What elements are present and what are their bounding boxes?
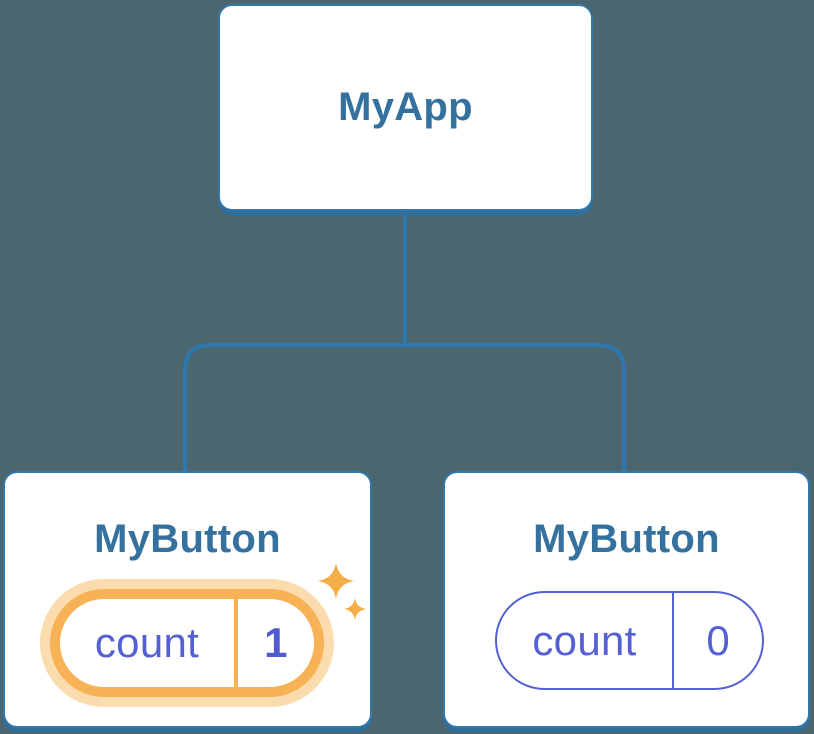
state-key-cell: count [60, 599, 234, 687]
state-value-label: 0 [706, 616, 730, 664]
child-node-label: MyButton [533, 517, 720, 561]
child-node-label: MyButton [94, 517, 281, 561]
child-node-mybutton-plain: MyButton count 0 [443, 471, 810, 728]
root-node-myapp: MyApp [218, 4, 593, 211]
state-value-cell: 1 [238, 599, 315, 687]
sparkle-icon [318, 563, 366, 620]
child-node-mybutton-highlighted: MyButton count 1 [3, 471, 372, 728]
state-pill-ring: count 1 [50, 589, 324, 697]
state-key-cell: count [497, 593, 672, 688]
state-pill-divider [672, 593, 674, 688]
state-pill-divider [234, 599, 238, 687]
connector-branches [183, 343, 626, 471]
state-key-label: count [94, 619, 200, 666]
state-pill-inner: count 1 [60, 599, 314, 687]
root-node-label: MyApp [338, 85, 473, 129]
state-pill-highlighted: count 1 [40, 579, 334, 707]
state-pill: count 0 [495, 591, 764, 690]
state-key-label: count [532, 616, 637, 664]
state-value-cell: 0 [674, 593, 762, 688]
state-value-label: 1 [264, 619, 288, 666]
